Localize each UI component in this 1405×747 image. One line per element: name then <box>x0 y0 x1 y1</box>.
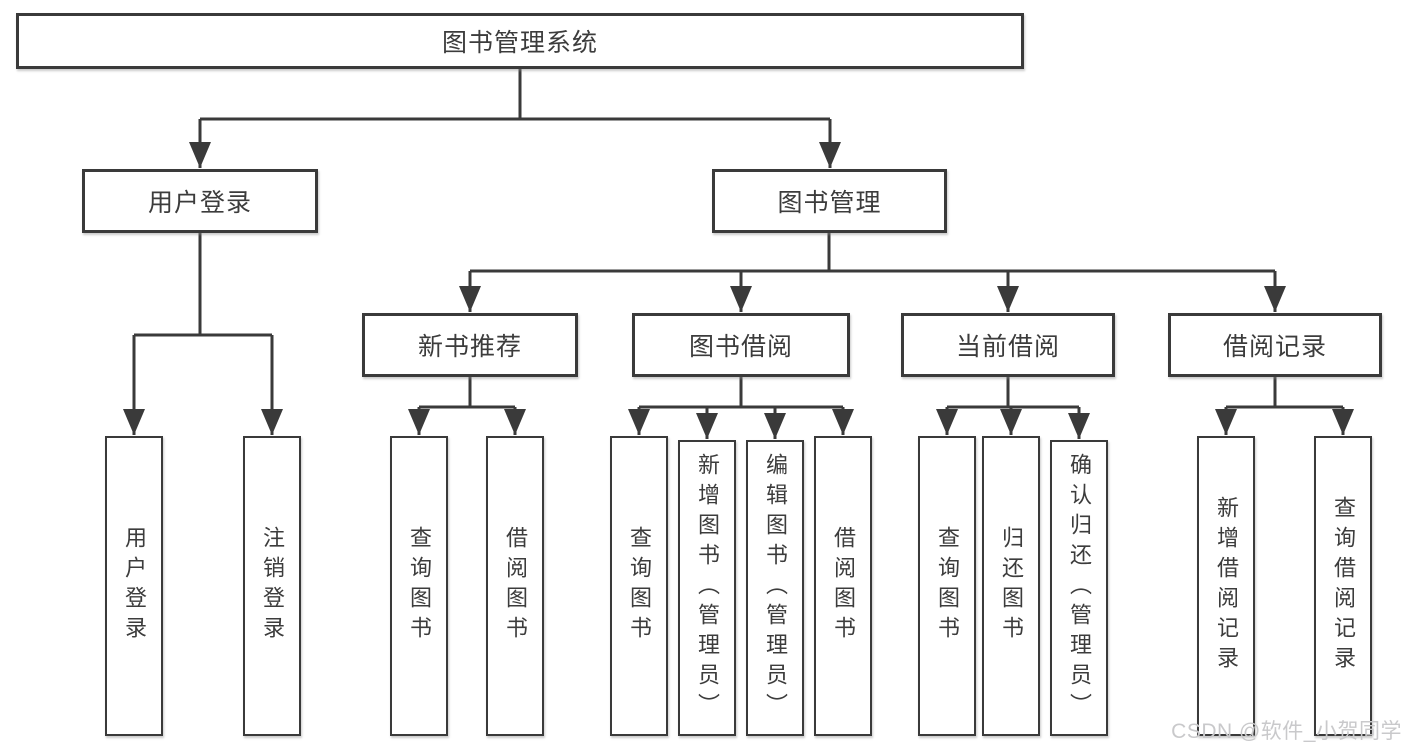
node-label-borrow-books-borrowing: 借阅图书 <box>831 526 856 646</box>
node-label-book-management: 图书管理 <box>777 189 882 217</box>
node-borrow-books-recommend: 借阅图书 <box>486 436 544 736</box>
arrowhead-icon <box>261 409 283 435</box>
node-return-books: 归还图书 <box>982 436 1040 736</box>
arrowhead-icon <box>1264 286 1286 312</box>
node-label-borrow-books-recommend: 借阅图书 <box>503 526 528 646</box>
arrowhead-icon <box>819 142 841 168</box>
node-book-management: 图书管理 <box>712 169 947 233</box>
node-new-book-recommend: 新书推荐 <box>362 313 578 377</box>
arrowhead-icon <box>1332 409 1354 435</box>
arrowhead-icon <box>123 409 145 435</box>
arrowhead-icon <box>696 413 718 439</box>
arrowhead-icon <box>1215 409 1237 435</box>
arrowhead-icon <box>408 409 430 435</box>
node-user-login-action: 用户登录 <box>105 436 163 736</box>
node-label-add-books-admin: 新增图书（管理员） <box>695 453 720 723</box>
node-add-borrow-record: 新增借阅记录 <box>1197 436 1255 736</box>
node-book-borrowing: 图书借阅 <box>632 313 850 377</box>
node-label-edit-books-admin: 编辑图书（管理员） <box>763 453 788 723</box>
node-borrowing-records: 借阅记录 <box>1168 313 1382 377</box>
arrowhead-icon <box>1068 413 1090 439</box>
node-edit-books-admin: 编辑图书（管理员） <box>746 440 804 736</box>
node-label-borrowing-records: 借阅记录 <box>1222 333 1327 361</box>
node-query-books-current: 查询图书 <box>918 436 976 736</box>
node-label-new-book-recommend: 新书推荐 <box>417 333 522 361</box>
arrowhead-icon <box>459 286 481 312</box>
arrowhead-icon <box>189 142 211 168</box>
arrowhead-icon <box>730 286 752 312</box>
node-label-confirm-return-admin: 确认归还（管理员） <box>1067 453 1092 723</box>
node-query-books-recommend: 查询图书 <box>390 436 448 736</box>
node-query-books-borrowing: 查询图书 <box>610 436 668 736</box>
node-label-query-books-current: 查询图书 <box>935 526 960 646</box>
node-label-query-books-borrowing: 查询图书 <box>627 526 652 646</box>
arrowhead-icon <box>764 413 786 439</box>
node-user-login: 用户登录 <box>82 169 318 233</box>
arrowhead-icon <box>832 409 854 435</box>
node-logout-action: 注销登录 <box>243 436 301 736</box>
node-confirm-return-admin: 确认归还（管理员） <box>1050 440 1108 736</box>
node-current-borrowing: 当前借阅 <box>901 313 1115 377</box>
node-label-user-login-action: 用户登录 <box>122 526 147 646</box>
node-label-query-books-recommend: 查询图书 <box>407 526 432 646</box>
node-add-books-admin: 新增图书（管理员） <box>678 440 736 736</box>
arrowhead-icon <box>628 409 650 435</box>
node-borrow-books-borrowing: 借阅图书 <box>814 436 872 736</box>
node-label-logout-action: 注销登录 <box>260 526 285 646</box>
node-label-library-management-system: 图书管理系统 <box>441 29 598 57</box>
node-library-management-system: 图书管理系统 <box>16 13 1024 69</box>
arrowhead-icon <box>997 286 1019 312</box>
node-label-return-books: 归还图书 <box>999 526 1024 646</box>
node-label-add-borrow-record: 新增借阅记录 <box>1214 496 1239 676</box>
node-label-book-borrowing: 图书借阅 <box>688 333 793 361</box>
arrowhead-icon <box>504 409 526 435</box>
watermark: CSDN @软件_小贺同学 <box>1171 720 1402 743</box>
node-label-user-login: 用户登录 <box>147 189 252 217</box>
arrowhead-icon <box>1000 409 1022 435</box>
arrowhead-icon <box>936 409 958 435</box>
node-label-query-borrow-record: 查询借阅记录 <box>1331 496 1356 676</box>
node-query-borrow-record: 查询借阅记录 <box>1314 436 1372 736</box>
node-label-current-borrowing: 当前借阅 <box>955 333 1060 361</box>
